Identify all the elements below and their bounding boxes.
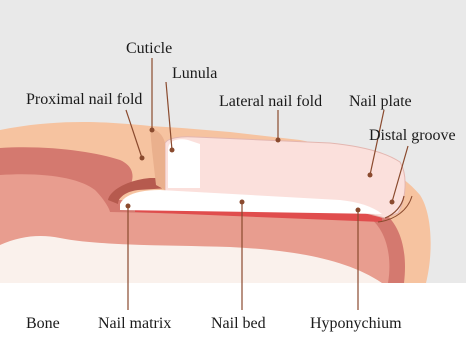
label-bone: Bone — [26, 315, 60, 332]
dot-proximal-nail-fold — [140, 156, 145, 161]
lunula-shape — [168, 139, 200, 188]
dot-cuticle — [150, 128, 155, 133]
label-proximal-nail-fold: Proximal nail fold — [26, 91, 142, 108]
label-nail-matrix: Nail matrix — [98, 315, 171, 332]
label-lateral-nail-fold: Lateral nail fold — [219, 93, 322, 110]
dot-nail-plate — [368, 173, 373, 178]
dot-nail-bed — [240, 200, 245, 205]
dot-lunula — [170, 148, 175, 153]
dot-lateral-nail-fold — [276, 138, 281, 143]
label-lunula: Lunula — [172, 65, 217, 82]
label-nail-bed: Nail bed — [211, 315, 266, 332]
label-distal-groove: Distal groove — [369, 127, 456, 144]
label-nail-plate: Nail plate — [349, 93, 412, 110]
dot-nail-matrix — [126, 204, 131, 209]
dot-hyponychium — [356, 208, 361, 213]
label-hyponychium: Hyponychium — [310, 315, 402, 332]
dot-distal-groove — [390, 200, 395, 205]
label-cuticle: Cuticle — [126, 40, 172, 57]
